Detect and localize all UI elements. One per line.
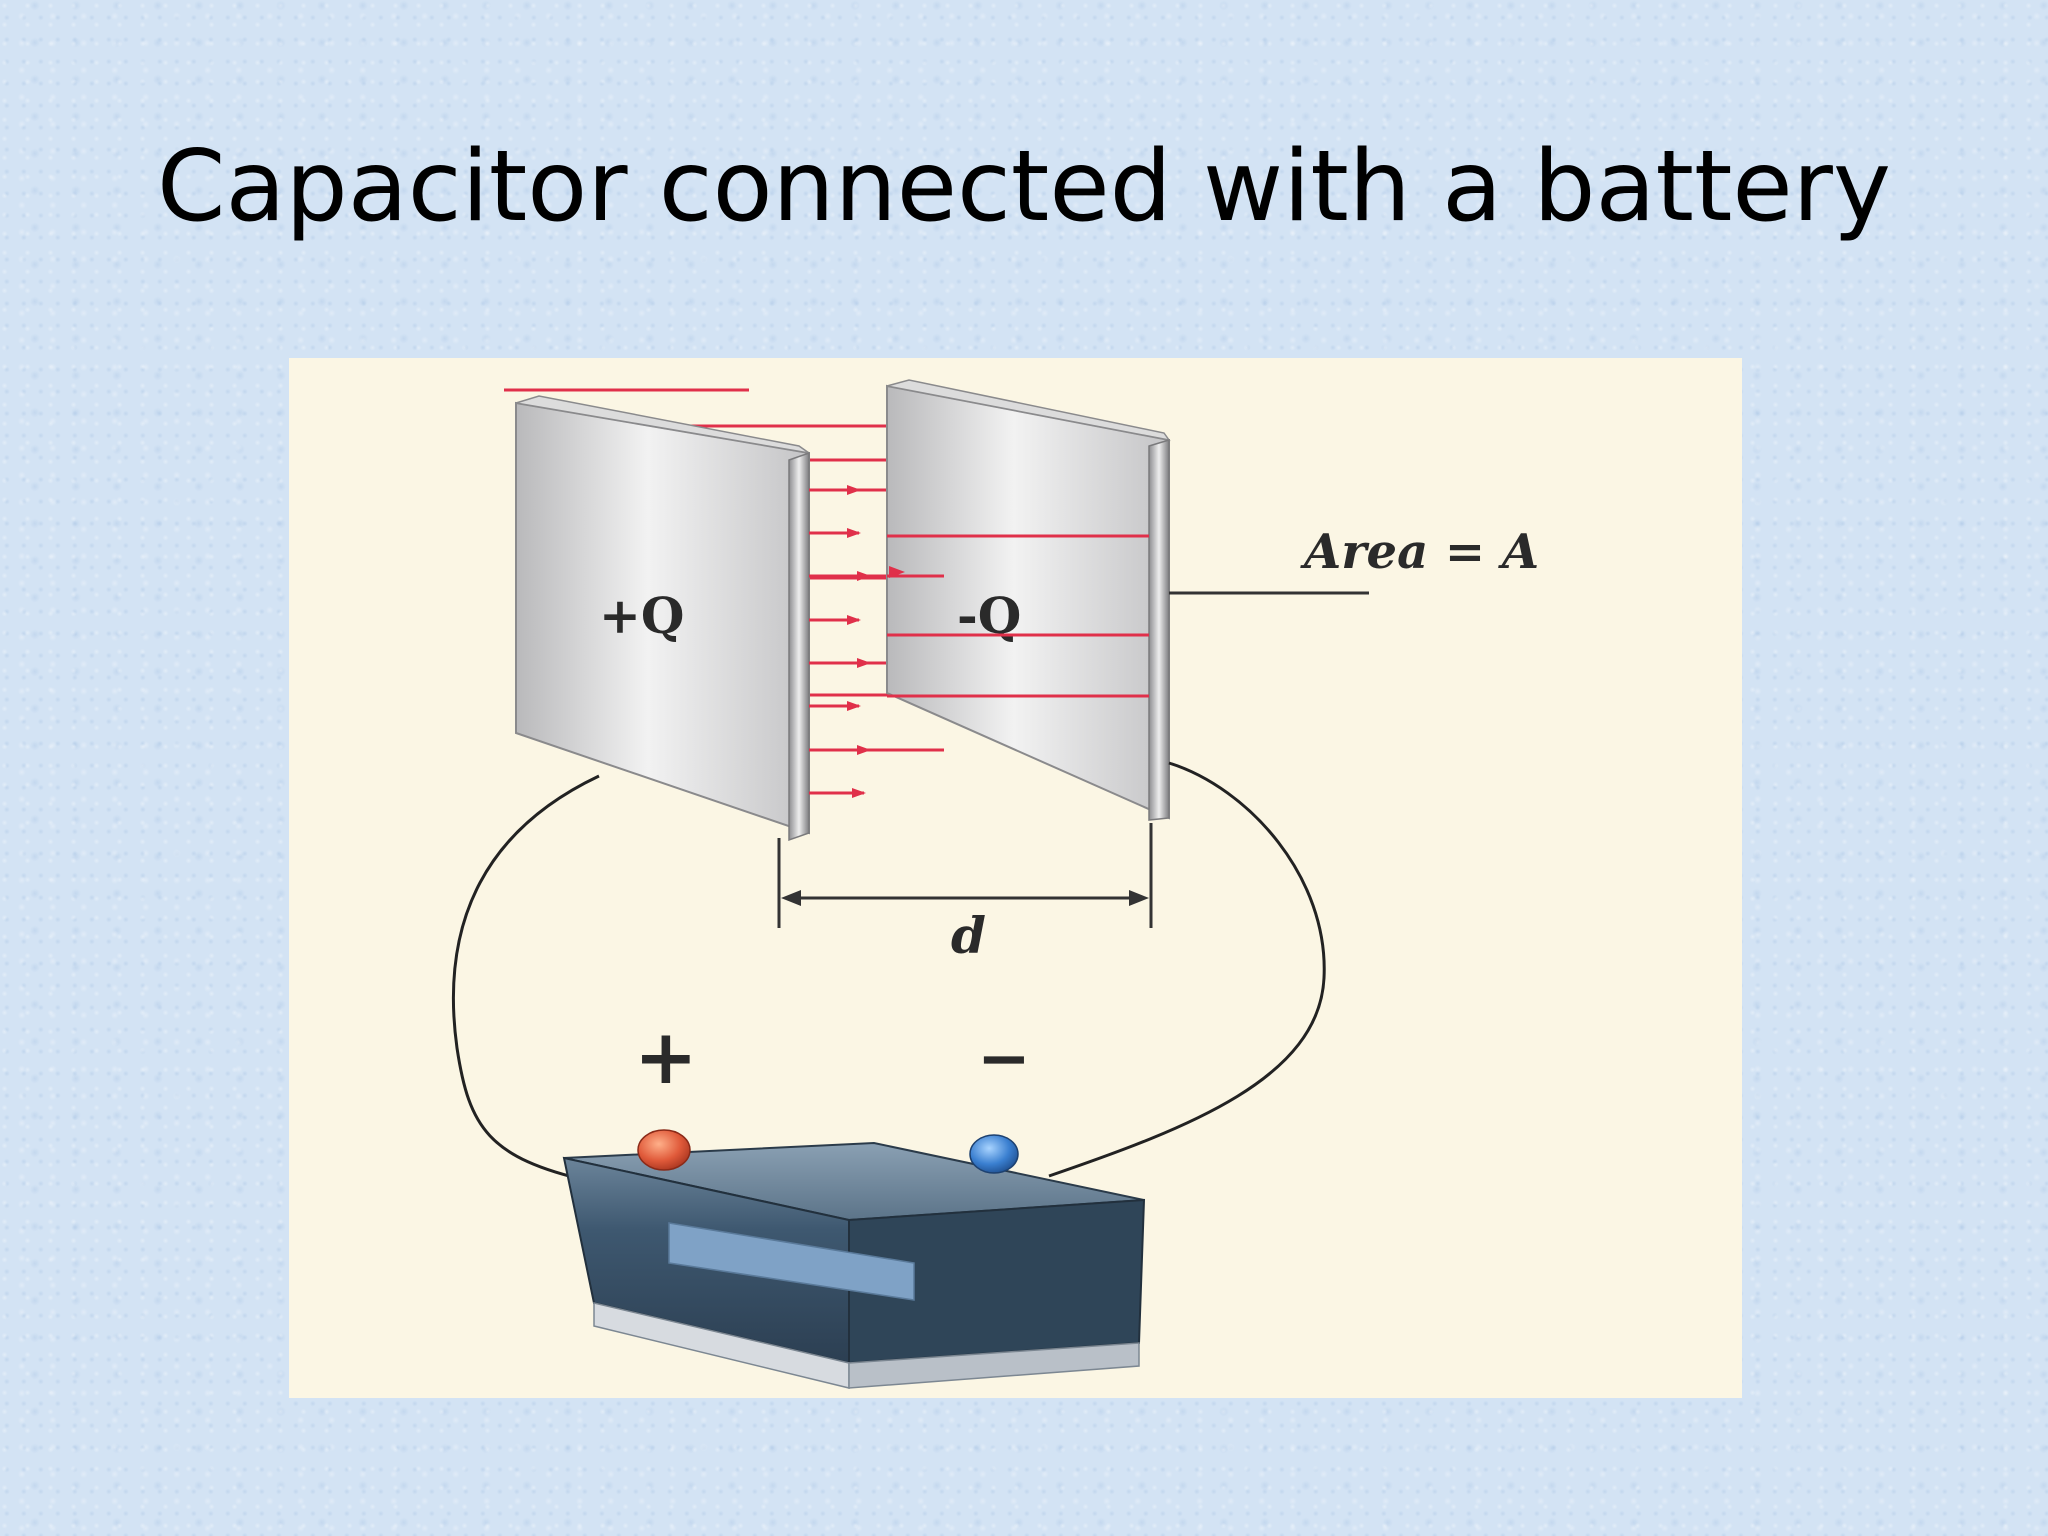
wires: [452, 761, 1326, 1183]
battery: + −: [562, 1012, 1146, 1389]
dimension-arrow-right: [1129, 890, 1149, 906]
diagram-canvas: +Q -Q: [452, 379, 1539, 1389]
battery-label-panel: [668, 1222, 915, 1301]
distance-label: d: [951, 906, 986, 965]
dimension-arrow-left: [781, 890, 801, 906]
negative-plate: -Q: [886, 379, 1171, 821]
wire-positive: [452, 774, 600, 1183]
battery-minus-label: −: [977, 1021, 1031, 1096]
battery-plus-label: +: [634, 1012, 698, 1101]
positive-plate: +Q: [515, 395, 810, 842]
area-annotation: Area = A: [1169, 524, 1539, 595]
negative-terminal-icon: [969, 1134, 1019, 1174]
distance-dimension: d: [777, 823, 1153, 965]
capacitor-battery-diagram: +Q -Q: [289, 358, 1742, 1398]
wire-negative: [1048, 761, 1326, 1178]
positive-terminal-icon: [637, 1129, 691, 1171]
field-lines-right: [887, 534, 1149, 698]
battery-base-side: [848, 1342, 1140, 1389]
slide-title: Capacitor connected with a battery: [157, 130, 1891, 244]
positive-charge-label: +Q: [599, 586, 684, 645]
area-label: Area = A: [1300, 524, 1539, 580]
